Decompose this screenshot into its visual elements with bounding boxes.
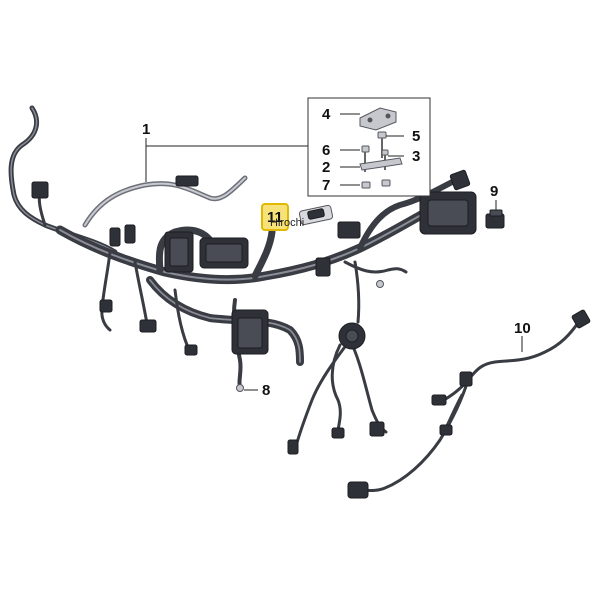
callout-4: 4 — [322, 106, 331, 123]
watermark-text: Hirochi — [270, 217, 304, 229]
callout-2: 2 — [322, 159, 330, 176]
callout-11: 11 — [267, 209, 283, 226]
bracket-part-11 — [298, 204, 334, 226]
callout-labels: 1 2 3 4 5 6 7 8 9 10 11 Hirochi — [142, 106, 531, 399]
leader-lines — [145, 113, 523, 391]
callout-5: 5 — [412, 128, 420, 145]
callout-11-highlight — [261, 203, 289, 231]
connector-part-9 — [485, 209, 505, 229]
callout-6: 6 — [322, 142, 330, 159]
adapter-harness-part-10 — [347, 309, 591, 499]
callout-1: 1 — [142, 121, 150, 138]
callout-7: 7 — [322, 177, 330, 194]
hardware-inset-box — [307, 97, 431, 197]
callout-9: 9 — [490, 183, 498, 200]
callout-8: 8 — [262, 382, 270, 399]
harness-connectors — [31, 169, 477, 455]
callout-10: 10 — [514, 320, 531, 337]
callout-3: 3 — [412, 148, 420, 165]
main-wiring-harness — [8, 105, 463, 448]
